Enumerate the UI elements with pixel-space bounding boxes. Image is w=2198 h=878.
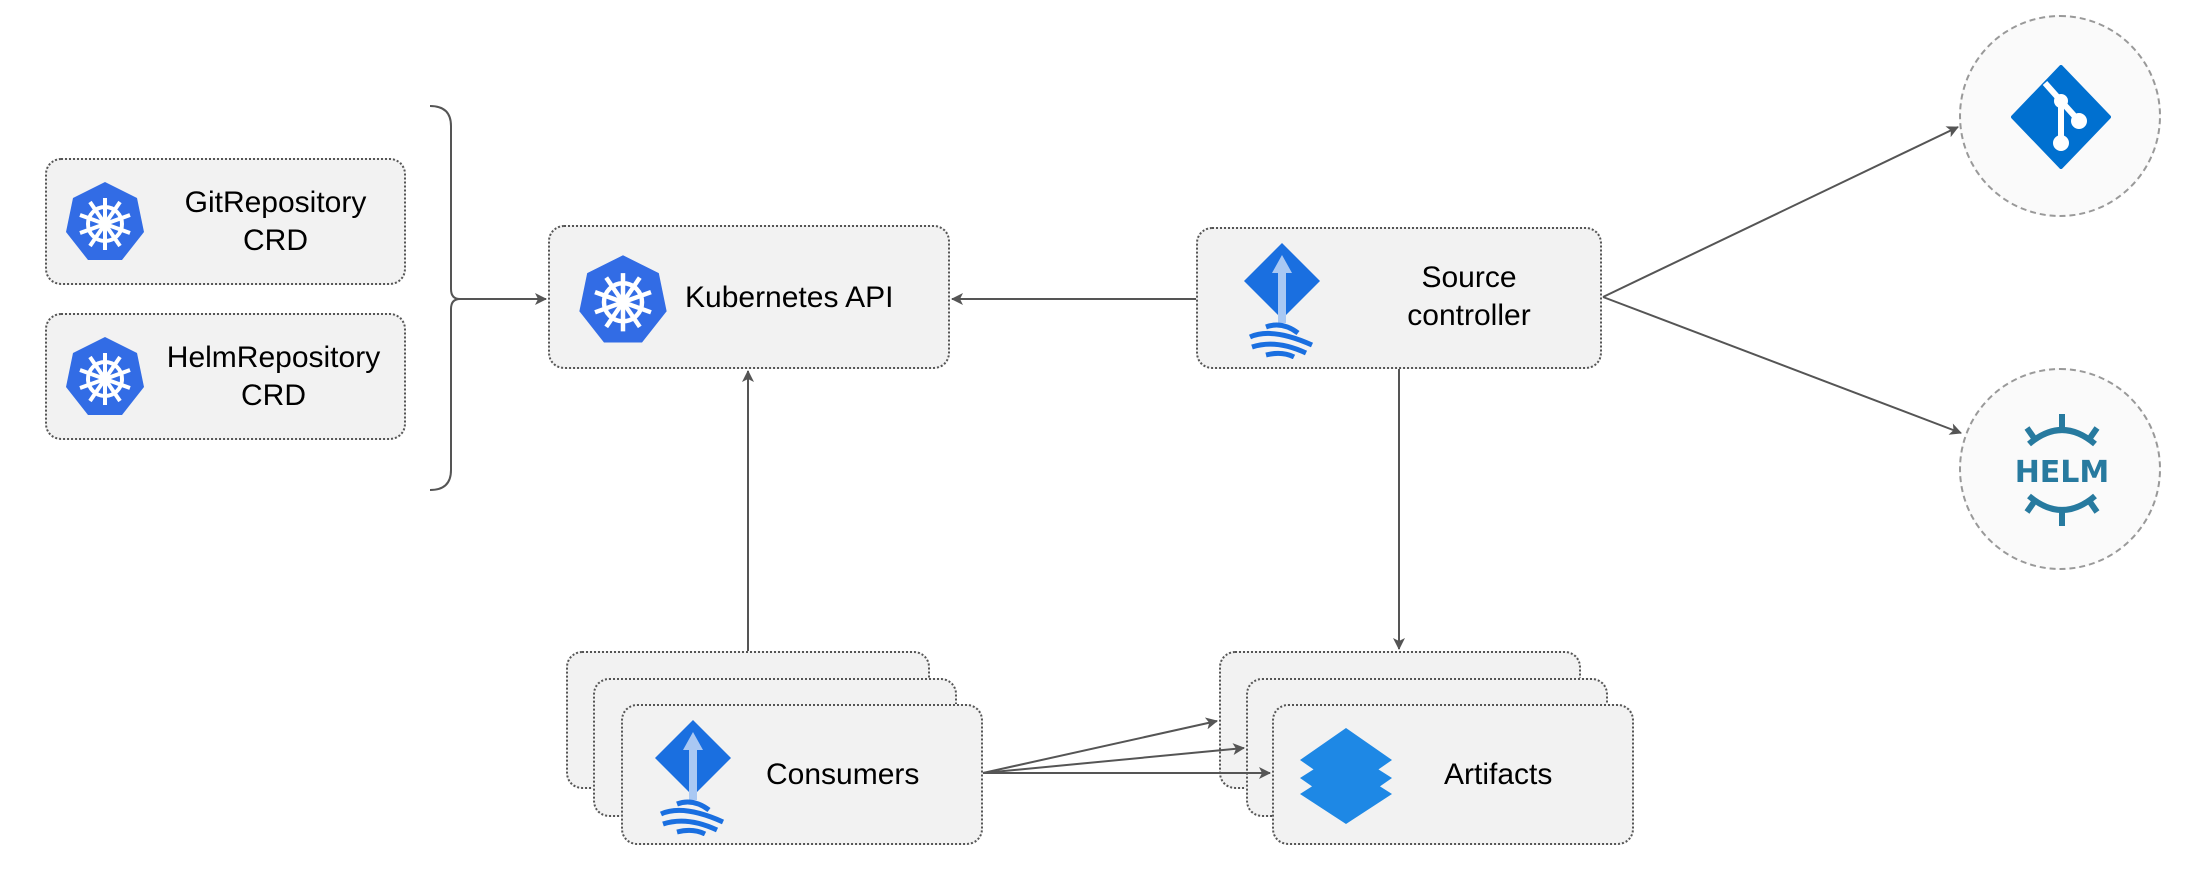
kubernetes-api-node[interactable]: Kubernetes API [548, 225, 950, 369]
git-crd-label-line1: GitRepository [184, 186, 367, 219]
edge-source-to-helm [1602, 296, 1962, 435]
kubernetes-icon [66, 337, 144, 415]
helm-crd-label-line2: CRD [241, 379, 306, 412]
kubernetes-icon [579, 255, 667, 343]
git-repository-node[interactable] [1959, 15, 2161, 217]
source-controller-label-line1: Source [1421, 261, 1517, 294]
kubernetes-icon [66, 182, 144, 260]
consumers-label: Consumers [766, 758, 920, 791]
artifacts-node[interactable]: Artifacts [1272, 704, 1634, 845]
git-icon [2011, 65, 2111, 169]
artifacts-label: Artifacts [1444, 758, 1553, 791]
layers-icon [1300, 728, 1392, 824]
helm-icon: HELM [2015, 414, 2110, 526]
source-controller-label-line2: controller [1407, 299, 1531, 332]
helm-logo-text: HELM [2015, 455, 2110, 490]
flux-icon [655, 720, 731, 836]
flux-icon [1244, 243, 1320, 359]
helm-crd-label-line1: HelmRepository [166, 341, 381, 374]
edge-source-to-git [1602, 126, 1959, 298]
crd-bracket [429, 105, 461, 491]
helm-repository-crd-node[interactable]: HelmRepository CRD [45, 313, 406, 440]
source-controller-node[interactable]: Source controller [1196, 227, 1602, 369]
git-repository-crd-node[interactable]: GitRepository CRD [45, 158, 406, 285]
git-crd-label-line2: CRD [243, 224, 308, 257]
helm-repository-node[interactable]: HELM [1959, 368, 2161, 570]
consumers-node[interactable]: Consumers [621, 704, 983, 845]
kubernetes-api-label: Kubernetes API [685, 281, 894, 314]
